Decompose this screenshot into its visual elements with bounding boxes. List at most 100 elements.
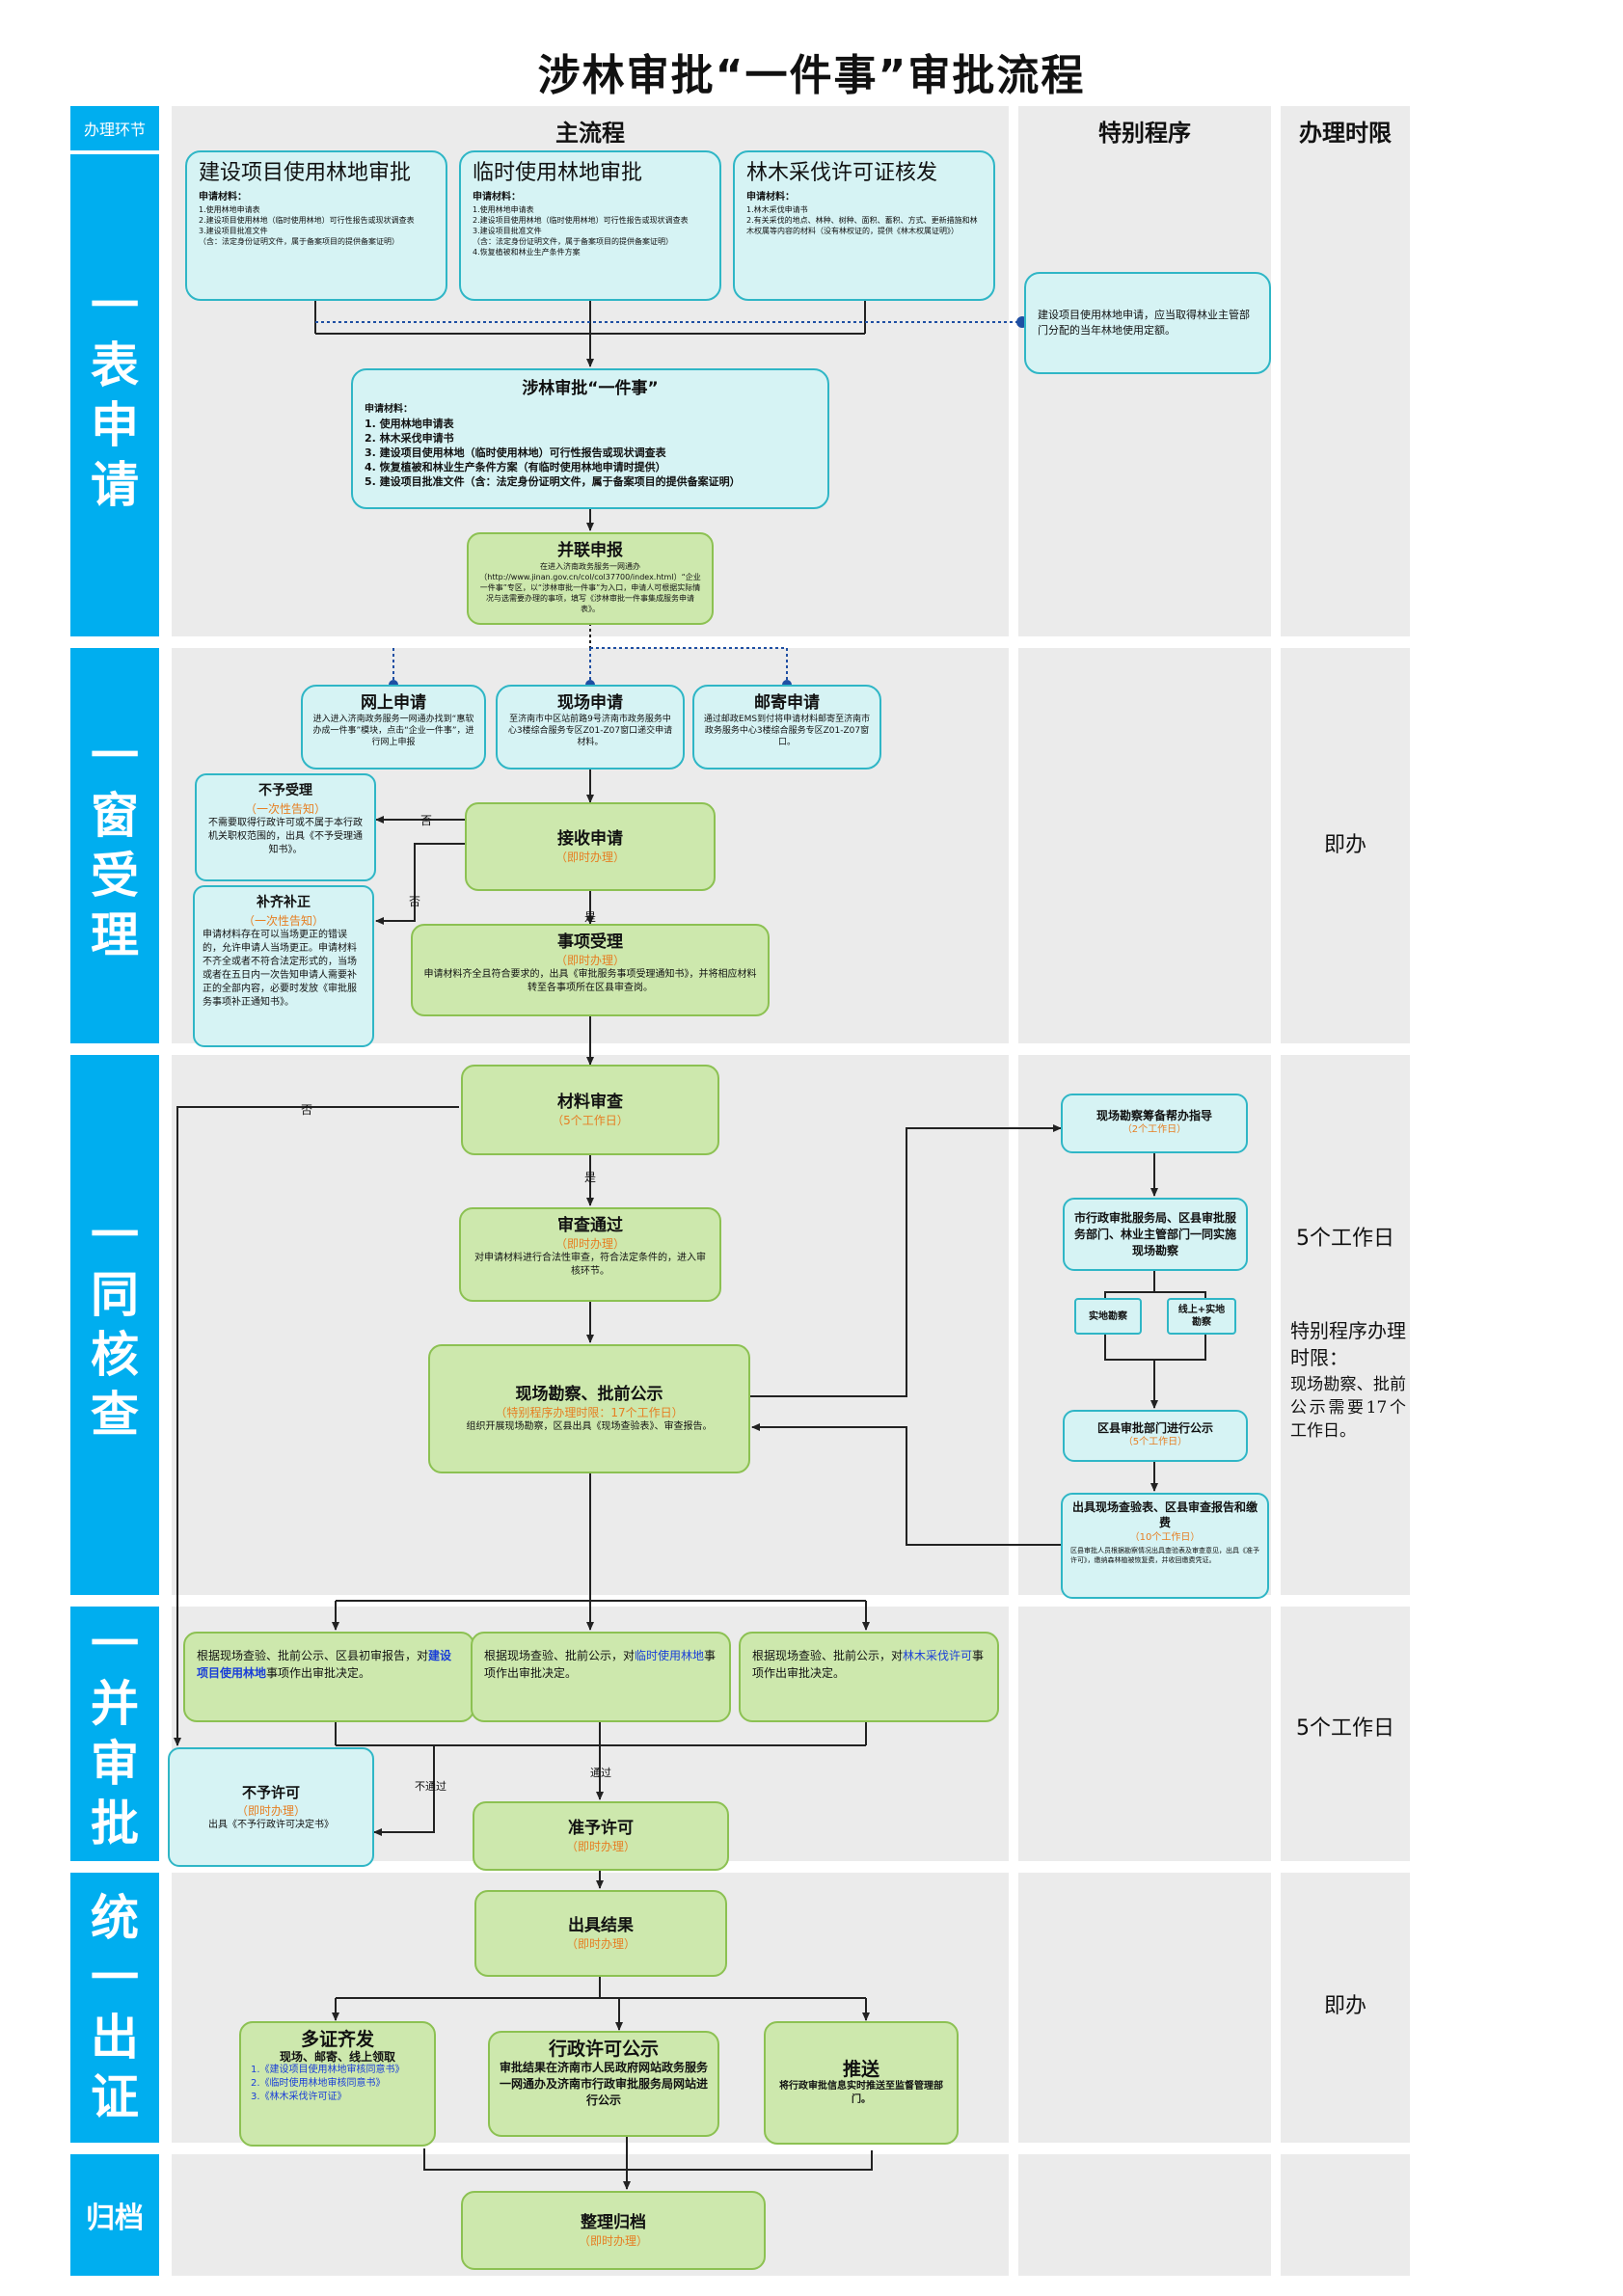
panel-time-archive: [1281, 2154, 1410, 2276]
deny-sub: （即时办理）: [235, 1804, 306, 1818]
report-title: 出具现场查验表、区县审查报告和缴费: [1071, 1500, 1258, 1529]
archive-title: 整理归档: [581, 2213, 646, 2232]
report-sub: （10个工作日）: [1129, 1532, 1201, 1543]
decision-text: 事项作出审批决定。: [752, 1649, 985, 1680]
passed-title: 审查通过: [557, 1216, 623, 1235]
combined-title: 涉林审批“一件事”: [522, 379, 659, 398]
page-title: 涉林审批“一件事”审批流程: [537, 51, 1086, 100]
deny-title: 不予许可: [241, 1784, 300, 1801]
header-time: 办理时限: [1299, 120, 1392, 147]
apply-box-temporary-title: 临时使用林地审批: [473, 161, 643, 185]
parallel-submit[interactable]: 并联申报 在进入济南政务服务一网通办（http://www.jinan.gov.…: [467, 532, 714, 625]
material-item: 1. 使用林地申请表: [365, 418, 454, 430]
multi-cert-issue[interactable]: 多证齐发 现场、邮寄、线上领取 1.《建设项目使用林地审核同意书》 2.《临时使…: [239, 2021, 436, 2147]
push-title: 推送: [842, 2059, 879, 2080]
reject-title: 不予受理: [258, 783, 312, 798]
mail-desc: 通过邮政EMS到付将申请材料邮寄至济南市政务服务中心3楼综合服务专区Z01-Z0…: [703, 715, 871, 747]
yes-label: 是: [584, 1171, 597, 1184]
multi-sub: 现场、邮寄、线上领取: [279, 2050, 395, 2064]
material-item: 1.林木采伐申请书: [746, 205, 808, 214]
accepted-desc: 申请材料齐全且符合要求的，出具《审批服务事项受理通知书》，并将相应材料转至各事项…: [423, 969, 757, 993]
push-desc: 将行政审批信息实时推送至监督管理部门。: [779, 2081, 943, 2105]
panel-time-accept: [1281, 648, 1410, 1043]
publicity-desc: 审批结果在济南市人民政府网站政务服务一网通办及济南市行政审批服务局网站进行公示: [500, 2061, 709, 2107]
material-item: 1.使用林地申请表: [473, 205, 534, 214]
decision-logging[interactable]: 根据现场查验、批前公示，对林木采伐许可事项作出审批决定。: [739, 1632, 999, 1722]
decision-text: 事项作出审批决定。: [484, 1649, 717, 1680]
site-survey-publicity[interactable]: 现场勘察、批前公示 （特别程序办理时限：17个工作日） 组织开展现场勘察，区县出…: [428, 1344, 750, 1473]
panel-time-verify: [1281, 1055, 1410, 1595]
survey-desc: 组织开展现场勘察，区县出具《现场查验表》、审查报告。: [466, 1421, 713, 1432]
online-desc: 进入进入济南政务服务一网通办找到“惠软办成一件事”模块，点击“企业一件事”，进行…: [312, 715, 474, 747]
online-field-survey: 线上+实地勘察: [1167, 1298, 1236, 1335]
material-item: 3. 建设项目使用林地（临时使用林地）可行性报告或现状调查表: [365, 446, 666, 459]
issue-time-limit: 即办: [1323, 1994, 1366, 2018]
material-item: 2.建设项目使用林地（临时使用林地）可行性报告或现状调查表: [473, 216, 689, 225]
materials-label: 申请材料：: [365, 404, 413, 415]
no-label: 否: [301, 1103, 313, 1117]
reject-acceptance: 不予受理 （一次性告知） 不需要取得行政许可或不属于本行政机关职权范围的，出具《…: [195, 773, 376, 881]
apply-box-logging: 林木采伐许可证核发 申请材料： 1.林木采伐申请书 2.有关采伐的地点、林种、树…: [733, 150, 995, 301]
receive-application[interactable]: 接收申请 （即时办理）: [465, 802, 716, 891]
material-item: 2.有关采伐的地点、林种、树种、面积、蓄积、方式、更新措施和林木权属等内容的材料…: [746, 216, 978, 235]
apply-box-logging-title: 林木采伐许可证核发: [746, 161, 938, 185]
issue-result[interactable]: 出具结果 （即时办理）: [474, 1890, 727, 1977]
supplement-sub: （一次性告知）: [242, 914, 324, 928]
yes-label: 是: [584, 910, 597, 924]
online-title: 网上申请: [361, 693, 426, 713]
cert-item: 2.《临时使用林地审核同意书》: [251, 2078, 386, 2089]
special-time-desc: 现场勘察、批前公示需要17个工作日。: [1290, 1375, 1406, 1441]
panel-time-apply: [1281, 106, 1410, 636]
permit-publicity[interactable]: 行政许可公示 审批结果在济南市人民政府网站政务服务一网通办及济南市行政审批服务局…: [488, 2031, 719, 2137]
push-info[interactable]: 推送 将行政审批信息实时推送至监督管理部门。: [764, 2021, 959, 2145]
material-item: 3.建设项目批准文件: [199, 227, 268, 235]
archive[interactable]: 整理归档 （即时办理）: [461, 2191, 766, 2270]
materials-label: 申请材料：: [199, 192, 247, 203]
combined-application: 涉林审批“一件事” 申请材料： 1. 使用林地申请表 2. 林木采伐申请书 3.…: [351, 368, 829, 509]
item-accepted[interactable]: 事项受理 （即时办理） 申请材料齐全且符合要求的，出具《审批服务事项受理通知书》…: [411, 924, 770, 1016]
county-publicity: 区县审批部门进行公示 （5个工作日）: [1063, 1410, 1248, 1462]
panel-special-approve: [1018, 1607, 1271, 1861]
inspection-report: 出具现场查验表、区县审查报告和缴费 （10个工作日） 区县审批人员根据勘察情况出…: [1061, 1493, 1269, 1599]
material-item: （含：法定身份证明文件，属于备案项目的提供备案证明）: [473, 237, 673, 246]
receive-title: 接收申请: [557, 829, 623, 849]
supplement-title: 补齐补正: [257, 895, 311, 910]
decision-highlight: 林木采伐许可: [903, 1649, 973, 1662]
result-sub: （即时办理）: [565, 1937, 636, 1951]
not-pass-label: 不通过: [415, 1780, 446, 1793]
material-review[interactable]: 材料审查 （5个工作日）: [461, 1065, 719, 1155]
parallel-submit-title: 并联申报: [557, 541, 623, 560]
supplement-correction: 补齐补正 （一次性告知） 申请材料存在可以当场更正的错误的，允许申请人当场更正。…: [193, 885, 374, 1047]
online-application[interactable]: 网上申请 进入进入济南政务服务一网通办找到“惠软办成一件事”模块，点击“企业一件…: [301, 685, 486, 770]
grant-permit[interactable]: 准予许可 （即时办理）: [473, 1801, 729, 1871]
result-title: 出具结果: [568, 1916, 634, 1935]
survey-prep-guide: 现场勘察筹备帮办指导 （2个工作日）: [1061, 1094, 1248, 1153]
grant-sub: （即时办理）: [565, 1840, 636, 1853]
header-special: 特别程序: [1098, 120, 1191, 147]
accepted-title: 事项受理: [557, 932, 623, 952]
stage-header: 办理环节: [70, 106, 159, 150]
decision-construction[interactable]: 根据现场查验、批前公示、区县初审报告，对建设项目使用林地事项作出审批决定。: [183, 1632, 474, 1722]
guide-title: 现场勘察筹备帮办指导: [1096, 1108, 1212, 1122]
stage-apply: 一表申请: [70, 154, 159, 636]
guide-sub: （2个工作日）: [1122, 1123, 1187, 1135]
pass-label: 通过: [590, 1767, 611, 1779]
decision-temporary[interactable]: 根据现场查验、批前公示，对临时使用林地事项作出审批决定。: [471, 1632, 731, 1722]
survey-sub: （特别程序办理时限：17个工作日）: [495, 1406, 684, 1419]
passed-desc: 对申请材料进行合法性审查，符合法定条件的，进入审核环节。: [474, 1253, 706, 1277]
review-sub: （5个工作日）: [552, 1114, 629, 1127]
material-item: 4.恢复植被和林业生产条件方案: [473, 248, 581, 257]
apply-box-construction: 建设项目使用林地审批 申请材料： 1.使用林地申请表 2.建设项目使用林地（临时…: [185, 150, 447, 301]
onsite-title: 现场申请: [557, 693, 623, 713]
review-passed[interactable]: 审查通过 （即时办理） 对申请材料进行合法性审查，符合法定条件的，进入审核环节。: [459, 1207, 721, 1302]
material-item: 2. 林木采伐申请书: [365, 432, 454, 445]
no-label: 否: [420, 814, 433, 827]
material-item: （含：法定身份证明文件，属于备案项目的提供备案证明）: [199, 237, 399, 246]
decision-highlight: 建设项目使用林地: [197, 1649, 452, 1680]
mail-title: 邮寄申请: [754, 693, 820, 713]
mail-application[interactable]: 邮寄申请 通过邮政EMS到付将申请材料邮寄至济南市政务服务中心3楼综合服务专区Z…: [692, 685, 881, 770]
onsite-desc: 至济南市中区站前路9号济南市政务服务中心3楼综合服务专区Z01-Z07窗口递交申…: [507, 715, 673, 747]
decision-text: 根据现场查验、批前公示、区县初审报告，对: [197, 1649, 429, 1662]
deny-permit: 不予许可 （即时办理） 出具《不予行政许可决定书》: [168, 1747, 374, 1867]
onsite-application[interactable]: 现场申请 至济南市中区站前路9号济南市政务服务中心3楼综合服务专区Z01-Z07…: [496, 685, 685, 770]
